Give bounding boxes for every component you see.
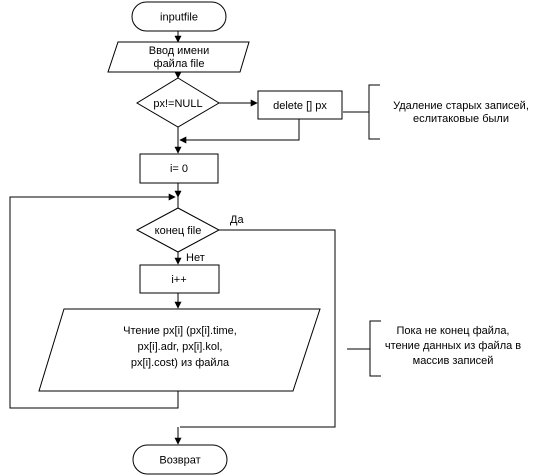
read-data-line2: px[i].adr, px[i].kol, xyxy=(138,341,223,353)
read-data-line1: Чтение px[i] (px[i].time, xyxy=(123,325,237,337)
no-label: Нет xyxy=(186,252,205,264)
start-terminator xyxy=(131,1,227,32)
end-label: Возврат xyxy=(159,455,200,467)
read-data-shape xyxy=(38,308,321,392)
yes-label: Да xyxy=(230,214,244,226)
decision-eof-label: конец file xyxy=(155,225,202,237)
decision-null-label: px!=NULL xyxy=(153,98,202,110)
note-read-bracket xyxy=(369,320,381,377)
end-terminator xyxy=(132,444,228,475)
note-read-line2: чтение данных из файла в xyxy=(385,340,521,352)
note-delete-line2: еслитаковые были xyxy=(413,113,509,125)
input-filename-shape xyxy=(107,41,250,73)
increment-box xyxy=(139,264,220,294)
connector-delete-return xyxy=(179,119,300,144)
connector-read-loop-back xyxy=(9,193,179,409)
note-delete-line1: Удаление старых записей, xyxy=(393,100,529,112)
input-filename-line2: файла file xyxy=(154,58,205,70)
start-label: inputfile xyxy=(160,12,198,24)
decision-eof-shape xyxy=(135,207,221,253)
connector-eof-yes-exit xyxy=(180,229,336,428)
input-filename-line1: Ввод имени xyxy=(149,45,209,57)
note-read-line1: Пока не конец файла, xyxy=(396,325,509,337)
increment-label: i++ xyxy=(171,274,186,286)
init-box xyxy=(139,153,219,184)
note-read-line3: массив записей xyxy=(413,355,494,367)
delete-box xyxy=(257,90,343,120)
decision-null-shape xyxy=(136,77,220,128)
read-data-line3: px[i].cost) из файла xyxy=(131,357,230,369)
note-delete-bracket xyxy=(368,84,380,140)
delete-label: delete [] px xyxy=(273,100,327,112)
init-label: i= 0 xyxy=(170,163,188,175)
